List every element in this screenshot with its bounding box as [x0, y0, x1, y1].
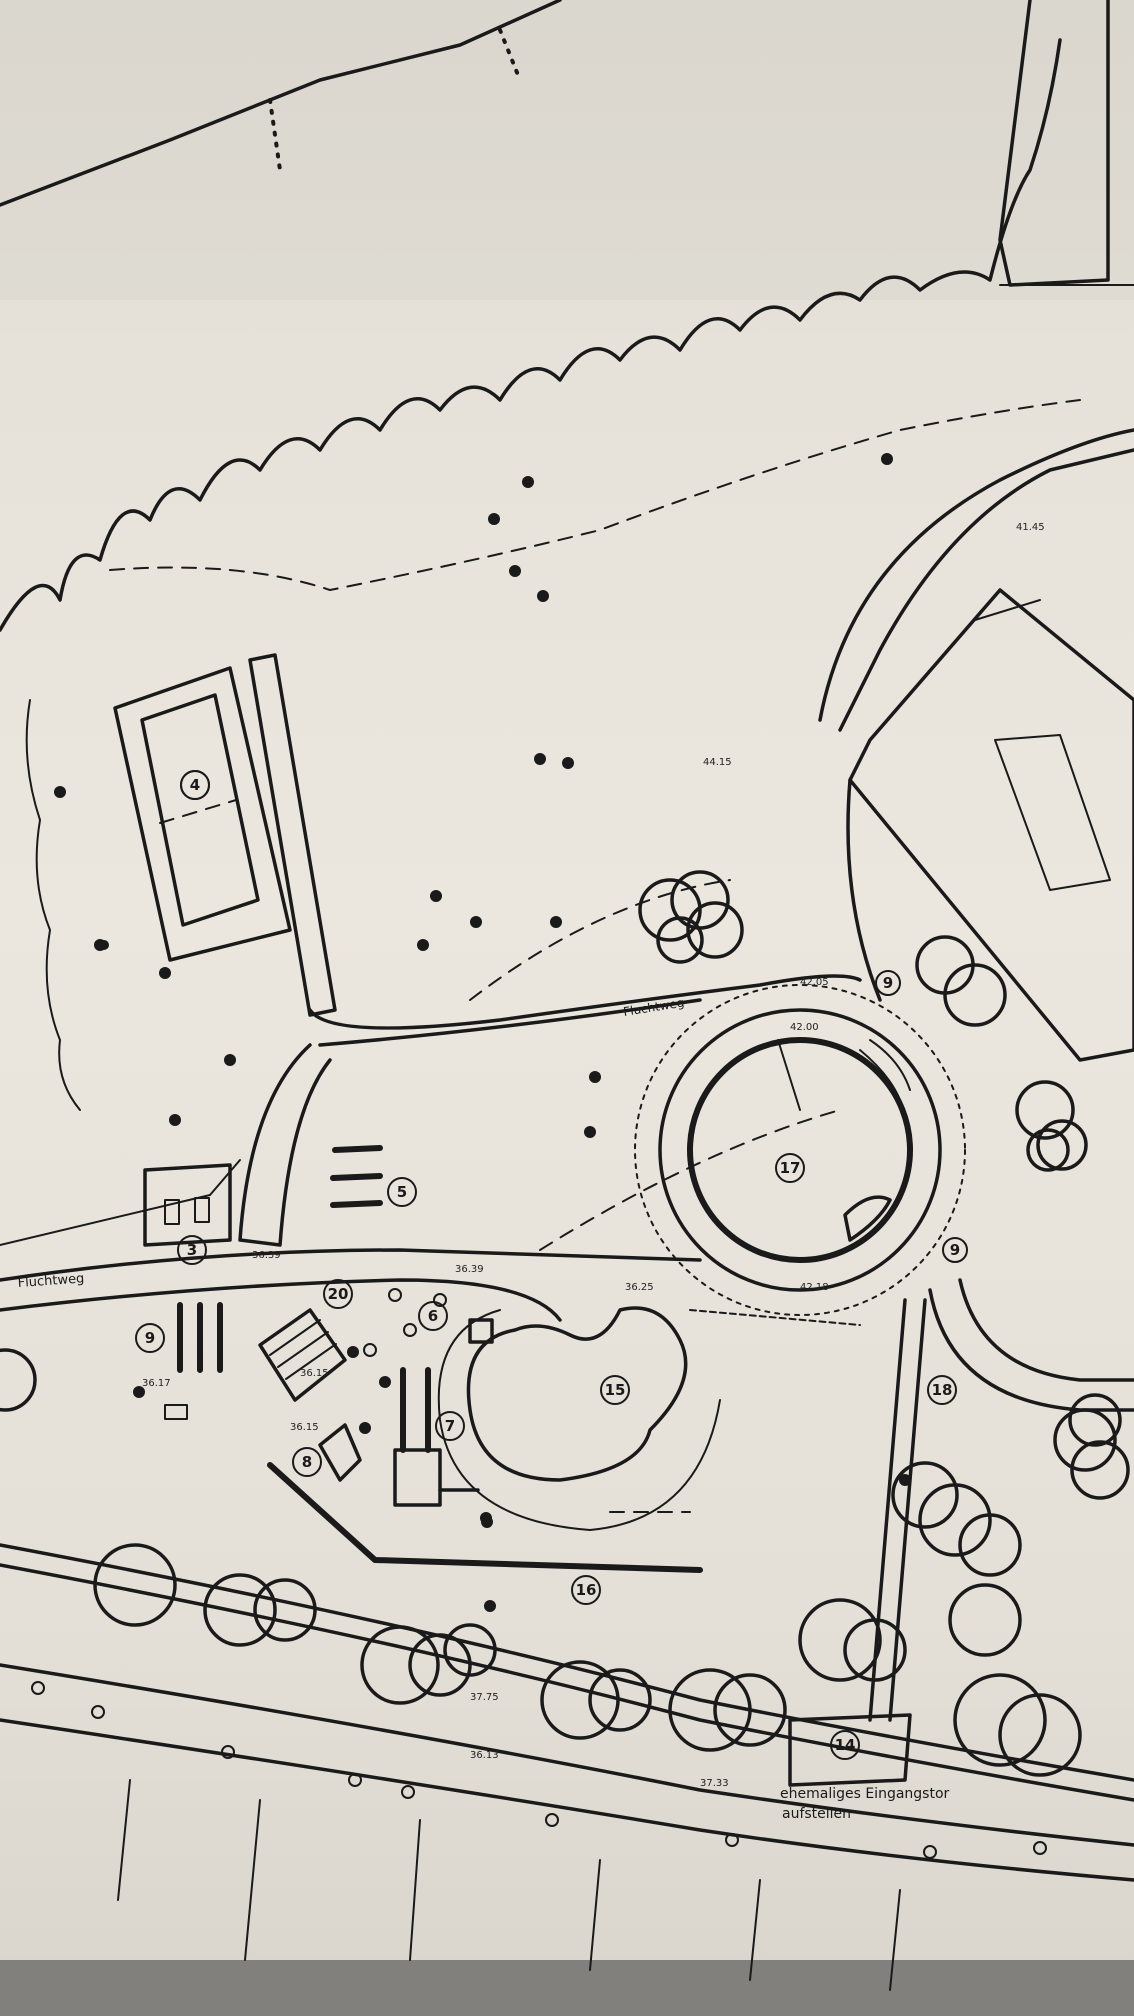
entrance-gate — [788, 1713, 912, 1787]
elevation-label: 44.15 — [703, 757, 732, 768]
svg-text:9: 9 — [950, 1241, 960, 1259]
svg-text:4: 4 — [190, 776, 200, 794]
svg-text:16: 16 — [576, 1581, 597, 1599]
round-pool — [634, 984, 966, 1326]
elevation-labels: 36.15 36.39 36.39 36.25 36.17 36.15 37.3… — [142, 522, 1045, 1789]
marker-ring-north: 9 — [875, 970, 901, 996]
svg-text:18: 18 — [932, 1381, 953, 1399]
road-edge-3 — [0, 1663, 1134, 1847]
svg-text:9: 9 — [883, 974, 893, 992]
road-edge-2 — [0, 1563, 1134, 1802]
marker-kidney-pool: 15 — [600, 1375, 630, 1405]
dashed-path-south — [539, 1109, 841, 1251]
hedge-west — [25, 699, 81, 1111]
walkway-north — [308, 974, 862, 1030]
street-bollards — [31, 1681, 1047, 1859]
svg-text:20: 20 — [328, 1285, 349, 1303]
path-strip — [248, 653, 337, 1017]
elevation-label: 37.75 — [470, 1692, 499, 1703]
marker-play-1: 6 — [418, 1301, 448, 1331]
svg-text:15: 15 — [605, 1381, 626, 1399]
svg-text:7: 7 — [445, 1417, 455, 1435]
top-marks — [268, 28, 522, 172]
walkway-middle-inner — [0, 1278, 562, 1322]
svg-text:5: 5 — [397, 1183, 407, 1201]
marker-play-4: 20 — [323, 1279, 353, 1309]
elevation-label: 36.15 — [300, 1368, 329, 1379]
elevation-label: 42.18 — [800, 1282, 829, 1293]
benches — [330, 1145, 383, 1208]
elevation-label: 41.45 — [1016, 522, 1045, 533]
road-edge-4 — [0, 1718, 1134, 1882]
path-east-curve — [846, 778, 882, 1002]
walkway-north-inner — [318, 998, 702, 1047]
marker-play-3: 8 — [292, 1447, 322, 1477]
svg-text:8: 8 — [302, 1453, 312, 1471]
walkway-diagonal — [238, 1043, 332, 1247]
marker-pool-round: 17 — [775, 1153, 805, 1183]
south-wall — [267, 1462, 703, 1573]
kidney-pool — [437, 1306, 721, 1531]
marker-hut: 3 — [177, 1235, 207, 1265]
playground — [258, 1288, 494, 1507]
top-shadow — [0, 0, 1134, 300]
elevation-label: 42.00 — [790, 1022, 819, 1033]
road-edge-1 — [0, 1543, 1134, 1782]
marker-ring-east: 9 — [942, 1237, 968, 1263]
svg-text:17: 17 — [780, 1159, 801, 1177]
marker-entrance: 14 — [830, 1730, 860, 1760]
bars — [164, 1302, 223, 1420]
path-east-loop-inner — [928, 1288, 1134, 1412]
tree-row-south — [0, 1348, 1130, 1777]
elevation-label: 36.15 — [290, 1422, 319, 1433]
walkway-middle — [0, 1248, 702, 1282]
elevation-label: 36.39 — [252, 1250, 281, 1261]
marker-bars: 9 — [135, 1323, 165, 1353]
path-to-entrance — [868, 1298, 927, 1722]
gate-note-line1: ehemaliges Eingangstor — [780, 1786, 950, 1802]
court — [113, 666, 292, 962]
bottom-edge — [0, 1960, 1134, 2016]
hedge-north — [0, 38, 1062, 632]
elevation-label: 36.17 — [142, 1378, 171, 1389]
elevation-label: 36.39 — [455, 1264, 484, 1275]
gate-note-line2: aufstellen — [782, 1806, 851, 1822]
marker-south: 16 — [571, 1575, 601, 1605]
path-label-left: Fluchtweg — [17, 1271, 85, 1291]
parking-lines — [117, 1779, 901, 1991]
marker-play-2: 7 — [435, 1411, 465, 1441]
hut — [143, 1163, 232, 1247]
svg-text:14: 14 — [835, 1736, 856, 1754]
scattered-trees — [54, 453, 911, 1612]
marker-benches: 5 — [387, 1177, 417, 1207]
top-boundary-line — [0, 0, 562, 207]
facility-markers: 4 17 5 3 9 6 7 8 20 15 16 14 18 9 9 — [135, 770, 968, 1760]
elevation-label: 36.25 — [625, 1282, 654, 1293]
tree-cluster-center — [638, 870, 744, 964]
dashed-path-north — [109, 399, 1081, 591]
marker-court: 4 — [180, 770, 210, 800]
elevation-label: 36.13 — [470, 1750, 499, 1761]
tree-cluster-east — [915, 935, 1088, 1172]
path-east-loop — [958, 1278, 1134, 1382]
svg-text:6: 6 — [428, 1307, 438, 1325]
elevation-label: 42.05 — [800, 977, 829, 988]
dashed-path-center — [469, 879, 731, 1001]
fluchtweg-line — [0, 1159, 241, 1246]
svg-text:3: 3 — [187, 1241, 197, 1259]
elevation-label: 37.33 — [700, 1778, 729, 1789]
svg-text:9: 9 — [145, 1329, 155, 1347]
marker-gate: 18 — [927, 1375, 957, 1405]
